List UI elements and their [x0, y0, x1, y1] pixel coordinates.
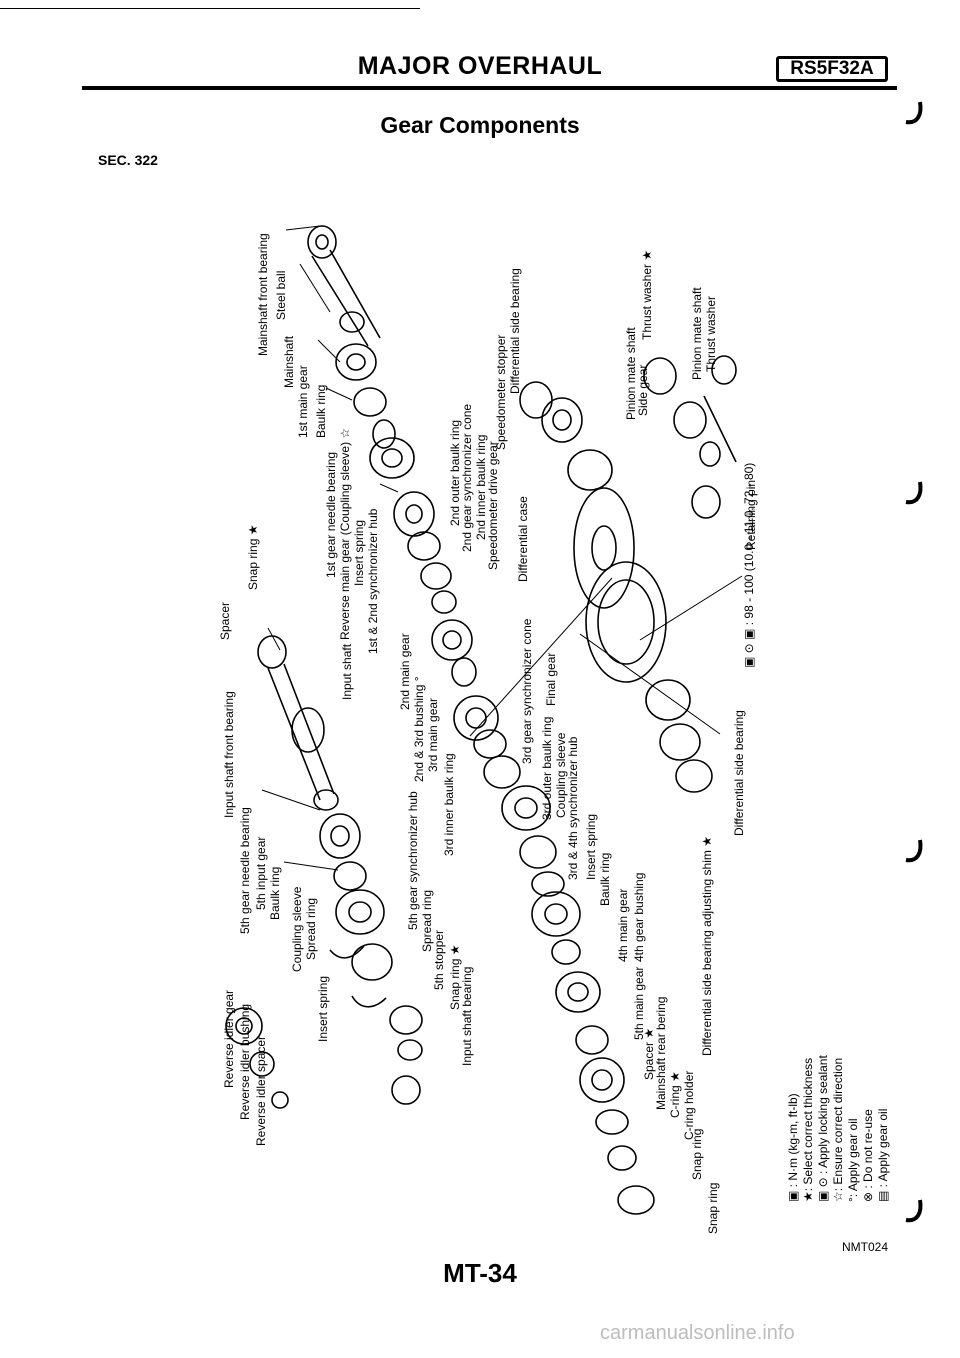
- label-speedometer-drive-gear: Speedometer drive gear: [486, 441, 500, 570]
- page-header-title: MAJOR OVERHAUL: [357, 52, 603, 80]
- label-third-outer-baulk-ring: 3rd outer baulk ring: [540, 716, 554, 820]
- legend-row: °: Apply gear oil: [846, 1118, 860, 1202]
- legend-row: ★: Select correct thickness: [801, 1057, 815, 1202]
- torque-value-alt: (10.0 - 11.0, 72 - 80): [742, 462, 756, 572]
- label-fifth-gear-needle-bearing: 5th gear needle bearing: [238, 807, 252, 934]
- label-second-main-gear: 2nd main gear: [398, 633, 412, 710]
- legend-row: ☆: Ensure correct direction: [831, 1057, 845, 1202]
- label-mainshaft-rear-bearing: Mainshaft rear bering: [654, 996, 668, 1110]
- model-badge: RS5F32A: [776, 56, 888, 82]
- mainshaft-assembly: [307, 225, 521, 789]
- label-input-shaft-front-bearing: Input shaft front bearing: [222, 691, 236, 818]
- label-fifth-input-gear: 5th input gear: [254, 836, 268, 910]
- lower-mainshaft-assembly: [501, 785, 655, 1215]
- sealant-icon: ▣ ⊙: [816, 1173, 830, 1202]
- legend-row: ▤ : Apply gear oil: [876, 1108, 890, 1202]
- label-pinion-mate-shaft-2: Pinion mate shaft: [690, 287, 704, 380]
- label-snap-ring-bottom: Snap ring: [706, 1182, 720, 1234]
- label-mainshaft-front-bearing: Mainshaft front bearing: [256, 233, 270, 356]
- label-1st-2nd-sync-hub: 1st & 2nd synchronizer hub: [366, 508, 380, 654]
- label-third-inner-baulk-ring: 3rd inner baulk ring: [442, 753, 456, 856]
- label-thrust-washer-2: Thrust washer: [704, 295, 718, 372]
- torque-value: : 98 - 100: [742, 574, 756, 626]
- leader-lines: [261, 225, 743, 871]
- margin-hook-icon: [905, 839, 923, 863]
- label-fourth-gear-bushing: 4th gear bushing: [632, 872, 646, 962]
- reverse-idler-assembly: [225, 1007, 289, 1109]
- label-baulk-ring-3: Baulk ring: [598, 852, 612, 906]
- legend-row: ▣ : N·m (kg-m, ft-lb): [786, 1093, 800, 1202]
- label-spread-ring-1: Spread ring: [304, 897, 318, 960]
- label-thrust-washer-1: Thrust washer ★: [640, 249, 654, 340]
- label-baulk-ring-1: Baulk ring: [314, 384, 328, 438]
- label-reverse-idler-gear: Reverse idler gear: [222, 989, 236, 1088]
- gear-oil-icon: ▤: [876, 1187, 890, 1202]
- legend-row: ▣ ⊙ : Apply locking sealant: [816, 1055, 830, 1202]
- section-title: Gear Components: [380, 112, 580, 138]
- label-second-gear-sync-cone: 2nd gear synchronizer cone: [460, 403, 474, 552]
- torque-icon: ▣: [786, 1187, 800, 1202]
- label-insert-spring-2: Insert spring: [316, 975, 330, 1042]
- section-code: SEC. 322: [98, 152, 158, 168]
- label-fifth-stopper: 5th stopper: [432, 929, 446, 990]
- label-2nd-3rd-bushing: 2nd & 3rd bushing °: [412, 676, 426, 782]
- label-baulk-ring-2: Baulk ring: [268, 866, 282, 920]
- label-diff-side-bearing-bottom: Differential side bearing: [732, 710, 746, 836]
- label-coupling-sleeve-1: Coupling sleeve: [290, 886, 304, 972]
- label-spacer-top: Spacer: [218, 601, 232, 640]
- margin-hook-icon: [905, 481, 923, 505]
- label-insert-spring-1: Insert spring: [352, 519, 366, 586]
- label-3rd-4th-sync-hub: 3rd & 4th synchronizer hub: [566, 736, 580, 880]
- margin-hook-icon: [905, 101, 923, 125]
- label-first-gear-needle-bearing: 1st gear needle bearing: [324, 451, 338, 578]
- header-rule: [82, 86, 897, 90]
- label-input-shaft-bearing: Input shaft bearing: [460, 966, 474, 1066]
- label-side-gear: Side gear: [636, 364, 650, 416]
- no-reuse-icon: ⊗: [861, 1188, 875, 1202]
- symbol-legend: ▣ : N·m (kg-m, ft-lb) ★: Select correct …: [786, 1002, 890, 1202]
- label-reverse-main-gear: Reverse main gear (Coupling sleeve) ☆: [338, 427, 352, 640]
- differential-assembly: [519, 355, 737, 793]
- label-diff-side-bearing-shim: Differential side bearing adjusting shim…: [700, 836, 714, 1056]
- input-shaft-assembly: [257, 635, 423, 1105]
- label-reverse-idler-bushing: Reverse idler bushing: [238, 1003, 252, 1120]
- watermark: carmanualsonline.info: [600, 1322, 795, 1344]
- margin-hook-icon: [905, 1199, 923, 1223]
- top-rule: [0, 8, 420, 9]
- label-final-gear: Final gear: [544, 652, 558, 706]
- label-diff-side-bearing-top: Differential side bearing: [508, 268, 522, 394]
- label-input-shaft: Input shaft: [340, 643, 354, 700]
- label-first-main-gear: 1st main gear: [296, 365, 310, 438]
- label-snap-ring-low: Snap ring: [690, 1128, 704, 1180]
- label-insert-spring-3: Insert spring: [584, 813, 598, 880]
- label-steel-ball: Steel ball: [274, 270, 288, 320]
- label-differential-case: Differential case: [516, 496, 530, 582]
- label-reverse-idler-spacer: Reverse idler spacer: [254, 1035, 268, 1146]
- label-third-gear-sync-cone: 3rd gear synchronizer cone: [520, 618, 534, 764]
- label-mainshaft: Mainshaft: [282, 335, 296, 388]
- label-c-ring: C-ring ★: [668, 1071, 682, 1118]
- label-fifth-gear-sync-hub: 5th gear synchronizer hub: [406, 791, 420, 930]
- label-speedometer-stopper: Speedometer stopper: [494, 334, 508, 450]
- label-fourth-main-gear: 4th main gear: [616, 888, 630, 962]
- torque-spec: ▣ ⊙ ▣ : 98 - 100 (10.0 - 11.0, 72 - 80): [742, 463, 756, 668]
- torque-icon: ▣ ⊙ ▣: [742, 628, 756, 668]
- figure-code: NMT024: [842, 1240, 889, 1254]
- page-number: MT-34: [443, 1258, 517, 1288]
- legend-row: ⊗ : Do not re-use: [861, 1109, 875, 1202]
- label-snap-ring-top: Snap ring ★: [246, 524, 260, 590]
- label-third-main-gear: 3rd main gear: [426, 697, 440, 772]
